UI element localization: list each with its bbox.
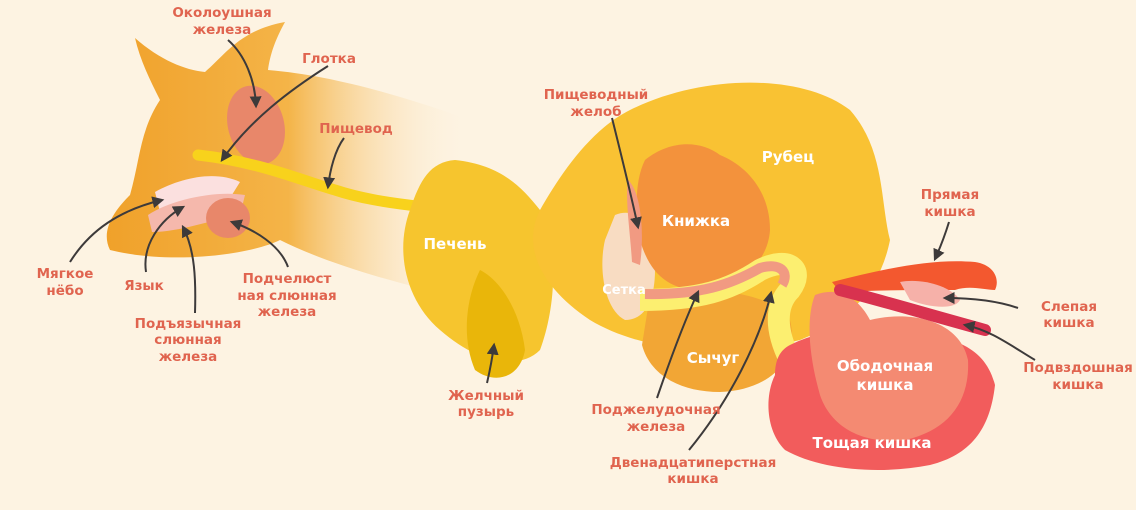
- arrow-ileum: [962, 321, 1036, 361]
- submandibular-gland: [206, 198, 250, 238]
- rectum: [832, 261, 997, 292]
- label-pharynx: Глотка: [302, 51, 356, 67]
- label-abomasum: Сычуг: [687, 349, 740, 367]
- label-liver: Печень: [423, 235, 486, 253]
- omasum: [636, 144, 770, 290]
- parotid-gland: [227, 85, 285, 165]
- arrow-gallbladder: [486, 342, 499, 384]
- arrow-pharynx: [220, 65, 329, 162]
- label-esophagus: Пищевод: [319, 121, 393, 137]
- label-reticulum: Сетка: [602, 283, 646, 298]
- arrow-parotid: [227, 39, 262, 109]
- label-omasum: Книжка: [662, 212, 730, 230]
- arrow-pancreas: [656, 289, 700, 399]
- arrow-rectum: [933, 221, 950, 262]
- pancreas: [644, 261, 790, 300]
- arrow-duodenum: [688, 290, 775, 451]
- label-jejunum: Тощая кишка: [812, 434, 931, 452]
- colon: [809, 291, 969, 441]
- arrow-esophageal-groove: [611, 117, 642, 230]
- gallbladder: [466, 270, 525, 378]
- arrow-soft-palate: [69, 196, 165, 263]
- arrow-esophagus: [323, 137, 345, 190]
- arrow-tongue: [144, 205, 186, 273]
- label-rumen: Рубец: [762, 148, 815, 166]
- abomasum: [642, 290, 792, 392]
- label-tongue: Язык: [124, 278, 164, 294]
- cow-head: [106, 22, 471, 300]
- arrow-submandibular: [229, 219, 289, 268]
- liver: [403, 160, 554, 362]
- arrow-cecum: [942, 292, 1019, 309]
- arrow-sublingual: [181, 224, 197, 314]
